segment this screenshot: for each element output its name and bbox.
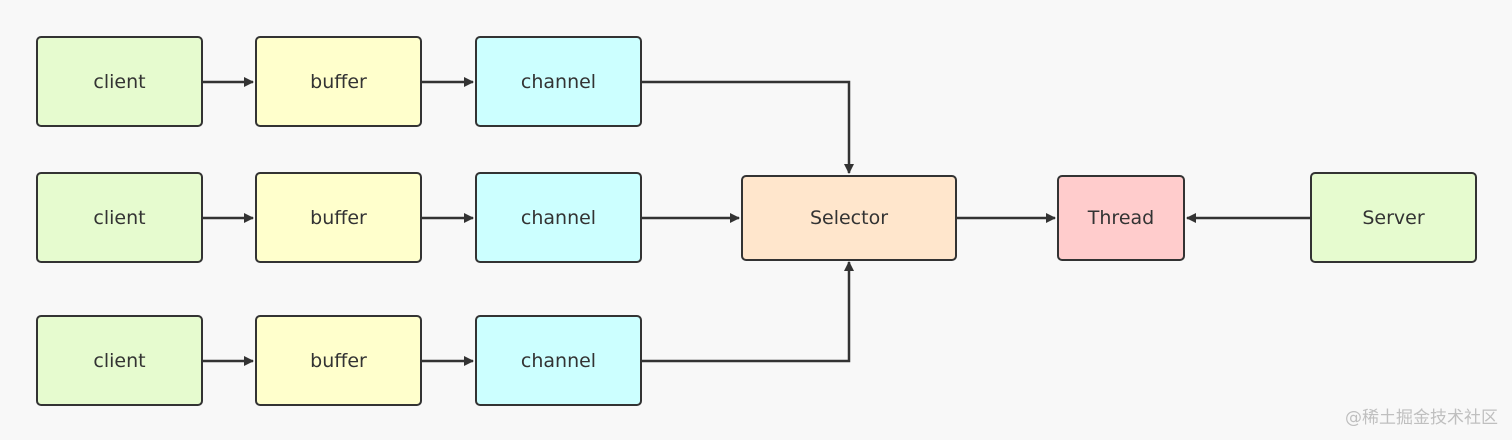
- client-node-2: client: [36, 172, 203, 263]
- client-label-3: client: [93, 349, 146, 372]
- arrow-channel-selector-1: [642, 80, 854, 174]
- thread-label: Thread: [1087, 207, 1155, 229]
- client-label-1: client: [93, 70, 146, 93]
- buffer-node-2: buffer: [255, 172, 422, 263]
- selector-node: Selector: [741, 175, 957, 261]
- channel-label-1: channel: [520, 70, 597, 93]
- channel-node-1: channel: [475, 36, 642, 127]
- arrow-channel-selector-3: [642, 261, 854, 363]
- buffer-label-1: buffer: [310, 70, 367, 93]
- client-label-2: client: [93, 206, 146, 229]
- channel-label-2: channel: [520, 206, 597, 229]
- buffer-label-3: buffer: [310, 349, 367, 372]
- buffer-node-3: buffer: [255, 315, 422, 406]
- client-node-3: client: [36, 315, 203, 406]
- buffer-node-1: buffer: [255, 36, 422, 127]
- channel-node-2: channel: [475, 172, 642, 263]
- server-node: Server: [1310, 172, 1477, 263]
- client-node-1: client: [36, 36, 203, 127]
- buffer-label-2: buffer: [310, 206, 367, 229]
- server-label: Server: [1362, 206, 1425, 229]
- channel-node-3: channel: [475, 315, 642, 406]
- watermark: @稀土掘金技术社区: [1345, 408, 1498, 428]
- channel-label-3: channel: [520, 349, 597, 372]
- thread-node: Thread: [1057, 175, 1185, 261]
- selector-label: Selector: [809, 207, 889, 229]
